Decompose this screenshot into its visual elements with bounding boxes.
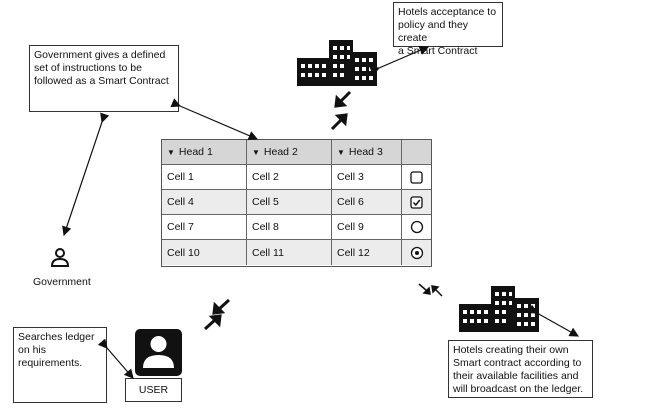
- table-cell: Cell 1: [162, 165, 247, 189]
- table-row: Cell 7 Cell 8 Cell 9: [162, 215, 431, 240]
- user-label-box: USER: [125, 378, 182, 402]
- double-arrow-icon: [203, 298, 231, 331]
- double-arrow-icon: [418, 283, 443, 297]
- note-hotels-acceptance: Hotels acceptance to policy and they cre…: [393, 2, 503, 57]
- data-table: ▼Head 1 ▼Head 2 ▼Head 3 Cell 1 Cell 2 Ce…: [161, 139, 432, 267]
- radio-selected[interactable]: [402, 240, 431, 265]
- connector-line: [62, 112, 110, 237]
- building-icon: [459, 286, 539, 332]
- table-cell: Cell 3: [332, 165, 402, 189]
- header-label: Head 1: [178, 146, 213, 158]
- table-cell: Cell 10: [162, 240, 247, 265]
- table-cell: Cell 11: [247, 240, 332, 265]
- header-label: Head 3: [348, 146, 383, 158]
- double-arrow-icon: [330, 90, 352, 131]
- note-hotels-create: Hotels creating their own Smart contract…: [448, 340, 593, 398]
- sort-triangle-icon: ▼: [337, 147, 345, 157]
- table-row: Cell 1 Cell 2 Cell 3: [162, 165, 431, 190]
- connector-lines: [62, 45, 580, 379]
- table-cell: Cell 9: [332, 215, 402, 239]
- connector-line: [170, 98, 259, 141]
- table-cell: Cell 8: [247, 215, 332, 239]
- table-cell: Cell 2: [247, 165, 332, 189]
- table-row: Cell 4 Cell 5 Cell 6: [162, 190, 431, 215]
- table-header-row: ▼Head 1 ▼Head 2 ▼Head 3: [162, 140, 431, 165]
- connector-line: [527, 304, 580, 337]
- connector-line: [97, 338, 134, 379]
- header-cell[interactable]: ▼Head 3: [332, 140, 402, 164]
- government-label: Government: [33, 276, 91, 288]
- checkbox-unchecked[interactable]: [402, 165, 431, 189]
- header-label: Head 2: [263, 146, 298, 158]
- radio-unselected[interactable]: [402, 215, 431, 239]
- table-cell: Cell 4: [162, 190, 247, 214]
- note-government-instructions: Government gives a defined set of instru…: [29, 45, 179, 112]
- table-cell: Cell 6: [332, 190, 402, 214]
- table-cell: Cell 7: [162, 215, 247, 239]
- table-cell: Cell 5: [247, 190, 332, 214]
- checkbox-checked[interactable]: [402, 190, 431, 214]
- sort-triangle-icon: ▼: [252, 147, 260, 157]
- table-cell: Cell 12: [332, 240, 402, 265]
- header-cell[interactable]: ▼Head 1: [162, 140, 247, 164]
- connector-line: [369, 45, 430, 76]
- sort-triangle-icon: ▼: [167, 147, 175, 157]
- note-user-search: Searches ledger on his requirements.: [13, 327, 107, 403]
- table-row: Cell 10 Cell 11 Cell 12: [162, 240, 431, 265]
- header-cell[interactable]: ▼Head 2: [247, 140, 332, 164]
- person-icon: [50, 248, 70, 267]
- user-avatar-icon: [135, 329, 182, 376]
- building-icon: [297, 40, 377, 86]
